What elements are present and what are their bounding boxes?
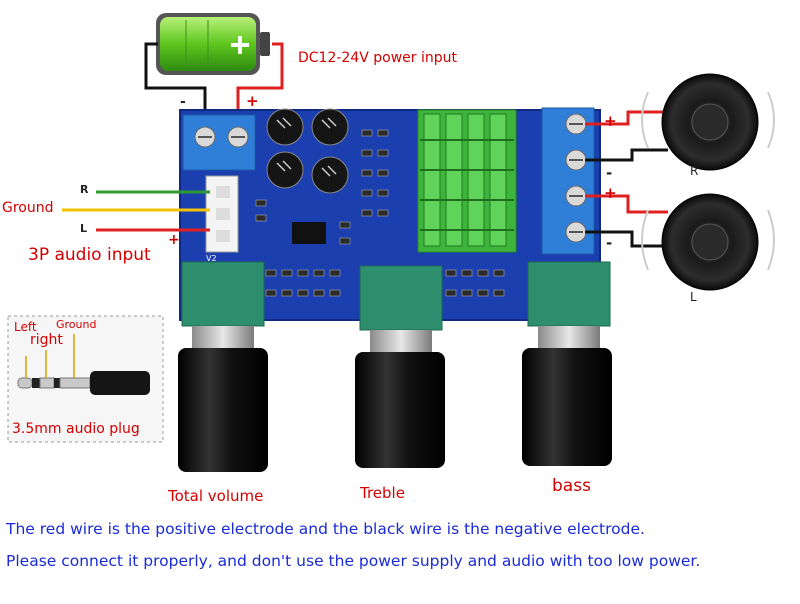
plug-name-label: 3.5mm audio plug [12,421,140,437]
audio-input-label: 3P audio input [28,245,151,265]
bass-label: bass [552,476,591,496]
power-terminal-block [182,114,256,171]
plug-right-label: right [30,332,63,348]
power-input-label: DC12-24V power input [298,50,457,66]
board-mark-v2: V2 [206,254,217,263]
audio-plug-icon [17,334,150,395]
pin-r-label: R [80,183,89,196]
speaker-r-plus-mark: + [604,112,617,130]
pin-l-label: L [80,222,88,235]
ground-label: Ground [2,200,54,216]
speaker-right-icon [641,73,775,171]
volume-knob[interactable] [178,261,268,472]
speaker-r-positive-wire [585,110,668,126]
power-negative-wire [144,42,207,128]
speaker-l-label: L [690,290,697,304]
speaker-r-negative-wire [585,148,668,162]
audio-input-connector [205,175,239,253]
speaker-l-plus-mark: + [604,184,617,202]
speaker-l-minus-mark: - [606,234,613,252]
audio-plus-mark: + [168,232,180,248]
speaker-r-minus-mark: - [606,164,613,182]
speaker-r-label: R [690,164,699,178]
plug-left-label: Left [14,320,37,334]
treble-knob[interactable] [355,265,445,468]
power-plus-mark: + [246,92,259,110]
capacitor-group [266,108,349,194]
speaker-l-negative-wire [585,230,668,248]
board-mark-i: I [172,166,176,179]
note-line-1: The red wire is the positive electrode a… [6,520,645,538]
total-volume-label: Total volume [168,487,264,505]
plug-ground-label: Ground [56,318,97,331]
speaker-terminal-block [541,107,595,255]
heatsink [417,109,517,253]
bass-knob[interactable] [522,261,612,466]
speaker-left-icon [641,193,775,291]
power-positive-wire [236,42,284,128]
amplifier-chip [292,222,326,244]
note-line-2: Please connect it properly, and don't us… [6,552,701,570]
treble-label: Treble [360,484,405,502]
battery-icon [156,13,270,75]
power-minus-mark: - [180,94,186,110]
